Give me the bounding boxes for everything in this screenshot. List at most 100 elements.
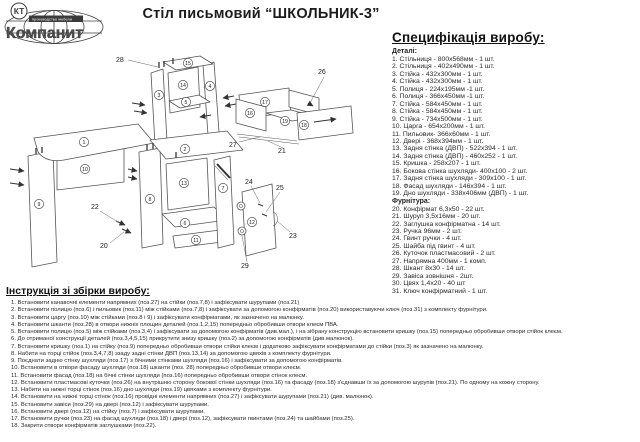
confirmat-screw-icon bbox=[224, 102, 237, 108]
part-callout-14: 14 bbox=[178, 80, 188, 90]
brand-tagline: производство мебели bbox=[32, 17, 72, 21]
spec-item: 4. Стійка - 432х300мм - 1 шт. bbox=[392, 78, 483, 86]
instruction-item: 18. Закрити отвори конфірматів заглушкам… bbox=[11, 423, 157, 430]
spec-item: 8. Стійка - 584х450мм - 1 шт. bbox=[392, 108, 483, 116]
svg-text:13: 13 bbox=[181, 181, 187, 187]
instruction-item: 3. Встановити царгу (поз.10) між стійкам… bbox=[11, 314, 304, 321]
spec-item: 31. Ключ конфірматний - 1 шт. bbox=[392, 287, 488, 295]
spec-item: 9. Стійка - 734х500мм - 1 шт. bbox=[392, 115, 483, 123]
part-callouts: 1 2 3 4 5 6 7 8 9 10 11 12 13 14 15 16 1… bbox=[34, 58, 309, 245]
part-callout-15: 15 bbox=[183, 58, 193, 68]
spec-details-list: 1. Стільниця - 800х568мм - 1 шт.2. Стіль… bbox=[392, 56, 638, 198]
spec-item: 20. Конфірмат 6,3х50 - 22 шт. bbox=[392, 205, 485, 213]
part-callout-11: 11 bbox=[191, 235, 201, 245]
instruction-item: 11. Встановити фасад (поз.18) на бічні с… bbox=[11, 372, 308, 379]
part-callout-6: 6 bbox=[180, 218, 190, 228]
instructions-heading: Інструкція зі збірки виробу: bbox=[6, 285, 150, 297]
part-callout-10: 10 bbox=[80, 164, 90, 174]
part-callout-3: 3 bbox=[154, 90, 164, 100]
stand-7-panel bbox=[213, 155, 235, 249]
instruction-item: 16. Встановити двері (поз.12) на стійку … bbox=[11, 408, 205, 415]
drawer-rail-27 bbox=[238, 136, 300, 145]
part-callout-19: 19 bbox=[280, 116, 290, 126]
part-callout-5: 5 bbox=[181, 97, 191, 107]
svg-text:11: 11 bbox=[193, 238, 198, 244]
confirmat-screw-icon bbox=[131, 101, 146, 108]
label-27: 27 bbox=[229, 142, 237, 149]
instruction-item: 13. Набити на нижні торці стінок (поз.16… bbox=[11, 387, 272, 393]
drawer-runner-strip bbox=[216, 163, 231, 179]
part-callout-16: 16 bbox=[245, 108, 255, 118]
svg-text:10: 10 bbox=[82, 167, 88, 173]
svg-text:5: 5 bbox=[185, 100, 188, 106]
instructions-section: Інструкція зі збірки виробу: 1. Встанови… bbox=[6, 285, 638, 431]
svg-text:14: 14 bbox=[180, 83, 186, 89]
spec-item: 2. Стільниця - 402х490мм - 1 шт. bbox=[392, 63, 495, 71]
desk-group bbox=[9, 123, 155, 268]
spec-item: 25. Шайба під гвинт - 4 шт. bbox=[392, 242, 476, 250]
spec-heading: Специфікація виробу: bbox=[392, 30, 545, 45]
svg-text:3: 3 bbox=[158, 93, 161, 99]
svg-text:12: 12 bbox=[249, 220, 255, 226]
brand-name: Компанит bbox=[6, 25, 83, 42]
label-26: 26 bbox=[318, 69, 326, 76]
part-callout-9: 9 bbox=[34, 199, 44, 209]
corner-screw-icon bbox=[306, 100, 314, 107]
page-title: Стіл письмовий “ШКОЛЬНИК-3” bbox=[142, 6, 380, 22]
spec-item: 23. Ручка 96мм - 2 шт. bbox=[392, 227, 462, 235]
svg-text:15: 15 bbox=[185, 61, 191, 67]
part-callout-12: 12 bbox=[247, 217, 257, 227]
instruction-item: 4. Встановити шканти (поз.28) в отвори н… bbox=[11, 321, 339, 328]
svg-text:7: 7 bbox=[222, 186, 225, 192]
label-29: 29 bbox=[241, 263, 249, 270]
confirmat-screw-icon bbox=[222, 94, 235, 100]
stand-4-panel bbox=[202, 61, 220, 136]
brand-logo: КТ производство мебели Компанит bbox=[2, 2, 114, 46]
spec-item: 1. Стільниця - 800х568мм - 1 шт. bbox=[392, 56, 495, 63]
handle-direction-arrow bbox=[313, 116, 337, 123]
svg-text:6: 6 bbox=[184, 221, 187, 227]
instruction-item: 6. До отриманої конструкції деталей (поз… bbox=[11, 336, 354, 343]
brand-initials: КТ bbox=[14, 6, 25, 16]
label-24: 24 bbox=[245, 179, 253, 186]
spec-item: 30. Цвях 1,4х20 - 40 шт bbox=[392, 280, 466, 288]
instruction-item: 9. Поєднати задню стінку шухляди (поз.17… bbox=[11, 358, 343, 364]
tagline-banner bbox=[29, 15, 83, 22]
spec-item: 28. Шкант 8х30 - 14 шт. bbox=[392, 265, 466, 273]
spec-item: 21. Шуруп 3,5х16мм - 20 шт. bbox=[392, 213, 481, 221]
part-callout-18: 18 bbox=[299, 120, 309, 130]
spec-item: 14. Задня стінка (ДВП) - 460х252 - 1 шт. bbox=[392, 152, 518, 160]
spec-item: 6. Полиця - 366х450мм -1 шт. bbox=[392, 93, 485, 101]
desktop-1-panel bbox=[33, 123, 155, 162]
confirmat-screw-icon bbox=[9, 167, 25, 174]
spec-item: 19. Дно шухляди - 338х406мм (ДВП) - 1 шт… bbox=[392, 190, 529, 198]
spec-item: 22. Заглушка конфірматна - 14 шт. bbox=[392, 220, 501, 228]
spec-item: 26. Куточок пластмасовий - 2 шт. bbox=[392, 250, 496, 258]
part-callout-1: 1 bbox=[79, 137, 89, 147]
brand-logo-graphic: КТ производство мебели Компанит bbox=[4, 2, 104, 44]
spec-item: 18. Фасад шухляди - 146х394 - 1 шт. bbox=[392, 182, 507, 190]
spec-item: 13. Задня стінка (ДВП) - 522х394 - 1 шт. bbox=[392, 145, 518, 153]
label-21: 21 bbox=[278, 148, 286, 155]
spec-item: 11. Пильовик- 366х60мм - 1 шт. bbox=[392, 130, 491, 138]
svg-text:9: 9 bbox=[38, 202, 41, 208]
part-callout-8: 8 bbox=[145, 194, 155, 204]
spec-item: 24. Гвинт ручки - 4 шт. bbox=[392, 235, 462, 243]
drawer-runner-strip-edge bbox=[214, 165, 229, 181]
spec-item: 17. Задня стінка шухляди - 309х100 - 1 ш… bbox=[392, 175, 527, 183]
label-22: 22 bbox=[91, 204, 99, 211]
stand-3-panel bbox=[150, 68, 168, 146]
part-callout-7: 7 bbox=[218, 183, 228, 193]
spec-item: 10. Царга - 654х200мм - 1 шт. bbox=[392, 123, 486, 131]
spec-item: 5. Полиця - 224х195мм -1 шт. bbox=[392, 85, 485, 93]
svg-text:19: 19 bbox=[282, 119, 288, 125]
handle-23-icon bbox=[272, 211, 278, 227]
svg-text:18: 18 bbox=[301, 123, 307, 129]
callout-labels: 28 26 27 21 22 20 24 25 23 29 bbox=[91, 57, 326, 270]
kt-emblem bbox=[10, 2, 28, 20]
svg-text:1: 1 bbox=[83, 140, 86, 146]
instruction-item: 5. Встановити полицю (поз.5) між стійкам… bbox=[11, 329, 563, 335]
confirmat-screw-icon bbox=[9, 181, 25, 188]
instruction-item: 12. Встановити пластмасові куточки (поз.… bbox=[11, 379, 540, 386]
label-23: 23 bbox=[289, 233, 297, 240]
